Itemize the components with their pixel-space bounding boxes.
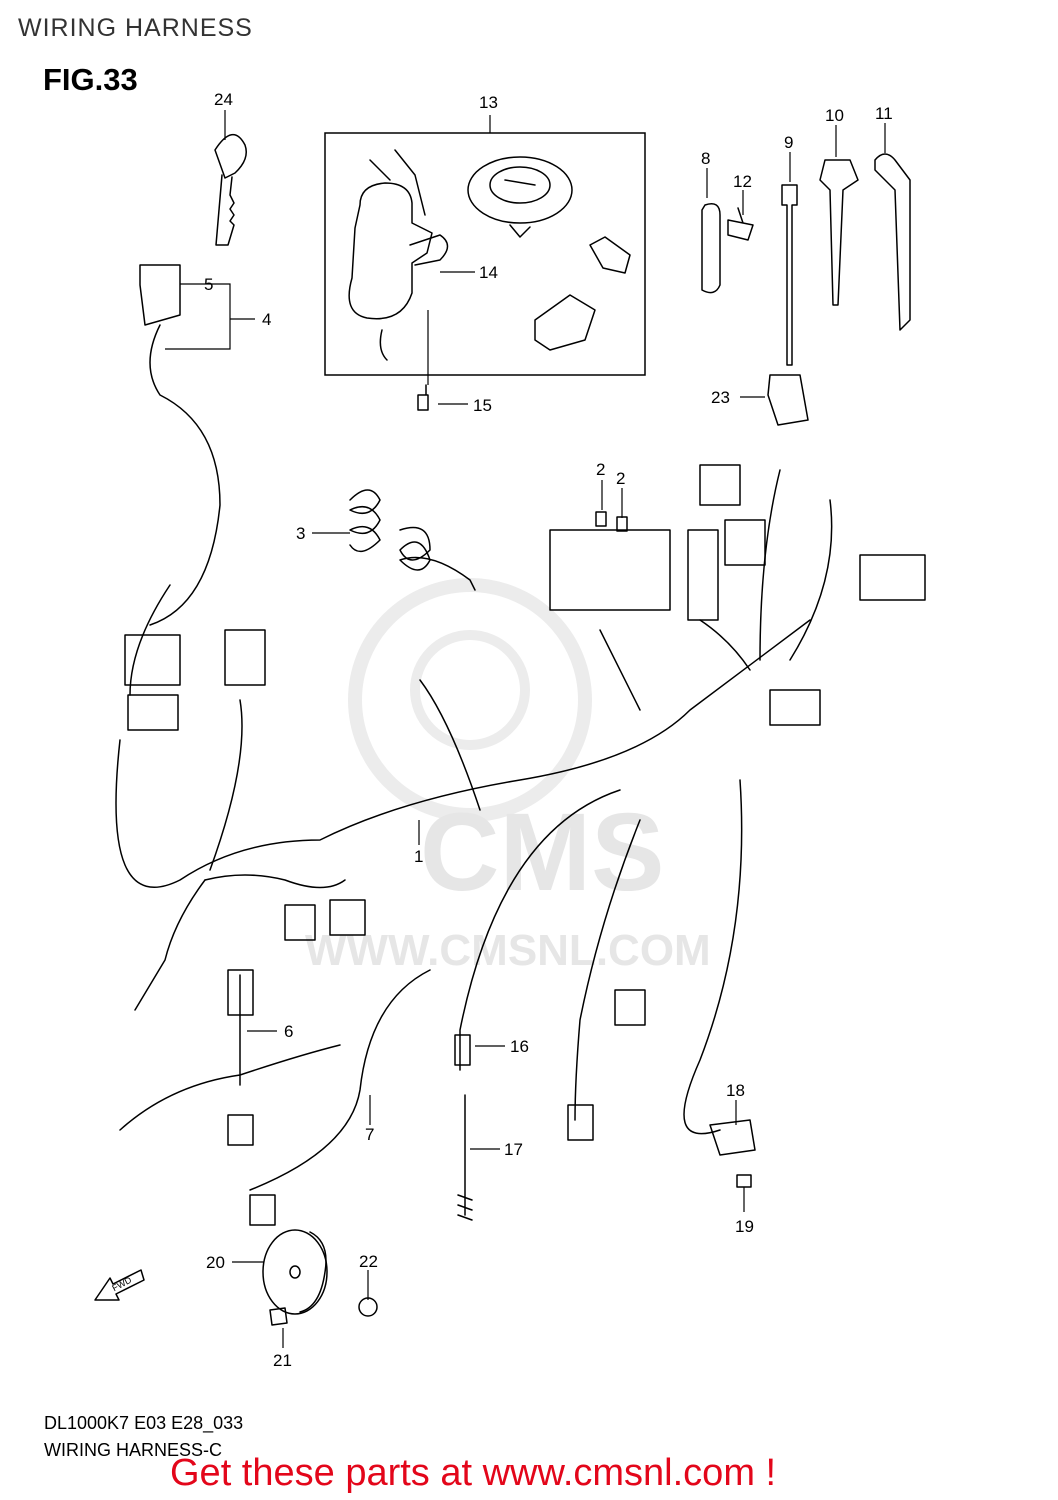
callout-22: 22	[359, 1252, 378, 1271]
screw-15	[417, 384, 429, 411]
watermark: CMS WWW.CMSNL.COM	[305, 578, 711, 975]
page-title: WIRING HARNESS	[18, 14, 253, 42]
callout-13: 13	[479, 93, 498, 112]
screw-19	[736, 1174, 752, 1188]
connector-right2	[769, 689, 821, 726]
connector-f	[329, 899, 366, 936]
diagram-subtitle: WIRING HARNESS-C	[44, 1440, 223, 1460]
fuel-cap-lock	[467, 156, 573, 238]
horn-20	[262, 1229, 328, 1315]
callout-2a: 2	[596, 460, 605, 479]
watermark-url: WWW.CMSNL.COM	[305, 926, 711, 975]
callout-4: 4	[262, 310, 271, 329]
callout-18: 18	[726, 1081, 745, 1100]
bolt-21	[269, 1307, 288, 1326]
cable-tie-9	[781, 184, 798, 366]
clamp-10	[819, 159, 859, 306]
callout-6: 6	[284, 1022, 293, 1041]
connector-long	[687, 529, 719, 621]
connector-5	[139, 264, 181, 326]
spring-17	[457, 1094, 473, 1221]
connector-d	[699, 464, 741, 506]
ignition-switch	[348, 149, 449, 361]
callout-15: 15	[473, 396, 492, 415]
connector-right	[859, 554, 926, 601]
figure-number: FIG.33	[43, 62, 138, 97]
callout-17: 17	[504, 1140, 523, 1159]
nut-22	[358, 1297, 378, 1317]
connector-block-left2	[127, 694, 179, 731]
callout-21: 21	[273, 1351, 292, 1370]
spring-3	[349, 489, 476, 591]
switch-16	[459, 789, 621, 1071]
callout-19: 19	[735, 1217, 754, 1236]
callout-2b: 2	[616, 469, 625, 488]
callout-8: 8	[701, 149, 710, 168]
relay-23	[767, 374, 809, 426]
callout-24: 24	[214, 90, 233, 109]
callout-1: 1	[414, 847, 423, 866]
connector-center-left	[224, 629, 266, 686]
connector-e	[724, 519, 766, 566]
callout-5: 5	[204, 275, 213, 294]
diagram-code: DL1000K7 E03 E28_033	[44, 1413, 244, 1433]
callout-14: 14	[479, 263, 498, 282]
bolt-12	[727, 207, 754, 241]
fuse-2a	[595, 511, 607, 527]
fuse-2b	[616, 516, 628, 532]
sub-harness-7	[249, 969, 431, 1191]
fuse-box	[549, 529, 671, 611]
callout-3: 3	[296, 524, 305, 543]
callout-7: 7	[365, 1125, 374, 1144]
fwd-arrow-icon	[94, 1269, 145, 1301]
connector-g	[284, 904, 316, 941]
callout-20: 20	[206, 1253, 225, 1272]
callout-16: 16	[510, 1037, 529, 1056]
seat-lock	[534, 236, 631, 351]
callout-11: 11	[875, 104, 893, 123]
callout-10: 10	[825, 106, 844, 125]
sub-harness-6	[119, 974, 341, 1131]
switch-18	[683, 779, 743, 1135]
connector-block-left	[124, 634, 181, 686]
main-harness	[115, 619, 811, 889]
cta-link[interactable]: Get these parts at www.cmsnl.com !	[170, 1452, 777, 1494]
callout-9: 9	[784, 133, 793, 152]
key	[214, 134, 247, 246]
watermark-brand: CMS	[420, 791, 664, 914]
leader-lines	[165, 110, 886, 1348]
ignition-switch-set-box	[324, 132, 646, 376]
callout-23: 23	[711, 388, 730, 407]
bracket-8	[701, 203, 721, 294]
callout-12: 12	[733, 172, 752, 191]
band-11	[874, 153, 911, 331]
